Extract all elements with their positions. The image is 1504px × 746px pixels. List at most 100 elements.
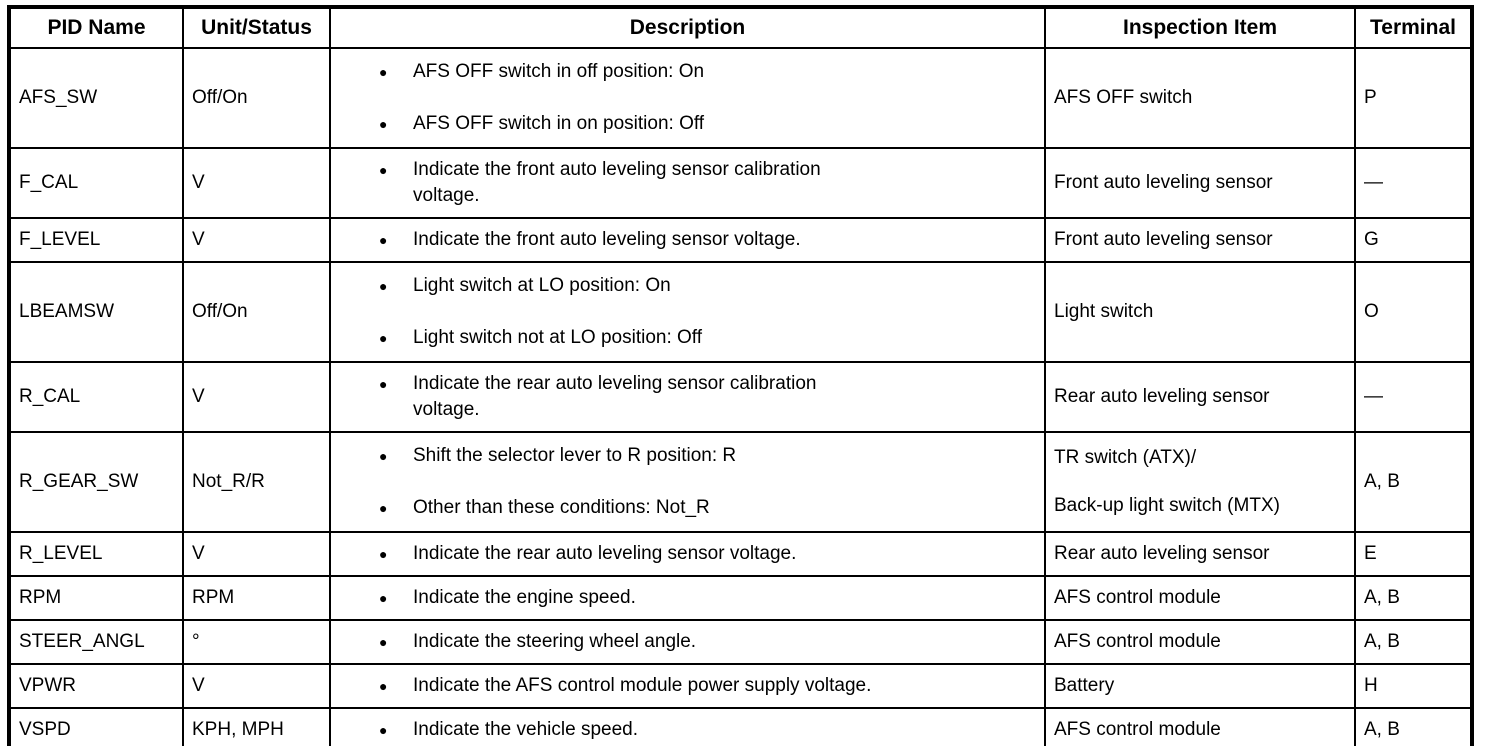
bullet-icon: ●	[379, 376, 388, 392]
bullet-icon: ●	[379, 500, 388, 516]
description-cell: ● Indicate the engine speed.	[329, 575, 1046, 621]
inspection-item-text: AFS OFF switch	[1054, 87, 1193, 108]
column-header-description: Description	[329, 6, 1046, 49]
inspection-item-text: Front auto leveling sensor	[1054, 172, 1273, 193]
unit-status-cell: V	[182, 147, 331, 219]
terminal-cell: A, B	[1354, 707, 1473, 746]
pid-name-cell: LBEAMSW	[8, 261, 184, 363]
description-bullet-item: ●Indicate the vehicle speed.	[379, 717, 1036, 743]
pid-name-value: F_LEVEL	[19, 229, 101, 250]
terminal-value: E	[1364, 543, 1377, 564]
description-text: Shift the selector lever to R position: …	[413, 445, 737, 466]
description-cell: ●AFS OFF switch in off position: On●AFS …	[329, 47, 1046, 149]
description-text: Light switch at LO position: On	[413, 275, 671, 296]
description-bullet-item: ● Indicate the engine speed.	[379, 585, 1036, 611]
description-bullet-item: ●Indicate the front auto leveling sensor…	[379, 157, 1036, 209]
description-bullet-item: ● Indicate the AFS control module power s…	[379, 673, 1036, 699]
unit-status-value: Off/On	[192, 301, 248, 322]
bullet-icon: ●	[379, 678, 388, 694]
inspection-item-text: Rear auto leveling sensor	[1054, 386, 1270, 407]
pid-name-value: LBEAMSW	[19, 301, 115, 322]
unit-status-value: V	[192, 543, 205, 564]
bullet-icon: ●	[379, 590, 388, 606]
bullet-icon: ●	[379, 546, 388, 562]
table-row: VSPD KPH, MPH ●Indicate the vehicle speed.…	[8, 707, 1473, 746]
terminal-value: —	[1364, 172, 1383, 193]
inspection-item-text: AFS control module	[1054, 587, 1221, 608]
pid-data-table: PID Name Unit/Status Description Inspect…	[7, 5, 1474, 746]
pid-name-cell: VSPD	[8, 707, 184, 746]
bullet-icon: ●	[379, 116, 388, 132]
terminal-value: P	[1364, 87, 1377, 108]
pid-name-cell: R_LEVEL	[8, 531, 184, 577]
terminal-value: G	[1364, 229, 1379, 250]
pid-name-cell: R_CAL	[8, 361, 184, 433]
pid-name-cell: RPM	[8, 575, 184, 621]
unit-status-cell: V	[182, 217, 331, 263]
terminal-value: A, B	[1364, 719, 1400, 740]
terminal-cell: —	[1354, 147, 1473, 219]
unit-status-cell: V	[182, 361, 331, 433]
unit-status-value: V	[192, 229, 205, 250]
table-row: R_LEVEL V ● Indicate the rear auto leveling…	[8, 531, 1473, 577]
pid-name-cell: R_GEAR_SW	[8, 431, 184, 533]
terminal-value: O	[1364, 301, 1379, 322]
terminal-cell: A, B	[1354, 431, 1473, 533]
table-row: R_GEAR_SW Not_R/R ● Shift the selector leve…	[8, 431, 1473, 533]
bullet-icon: ●	[379, 634, 388, 650]
unit-status-value: Not_R/R	[192, 471, 265, 492]
terminal-value: A, B	[1364, 631, 1400, 652]
description-text: AFS OFF switch in off position: On	[413, 61, 705, 82]
inspection-item-text: Back-up light switch (MTX)	[1054, 495, 1280, 516]
column-header-terminal: Terminal	[1354, 6, 1473, 49]
inspection-item-cell: AFS control module	[1044, 619, 1356, 665]
inspection-item-cell: AFS control module	[1044, 707, 1356, 746]
description-bullet-item: ●AFS OFF switch in off position: On	[379, 59, 1036, 85]
description-bullet-item: ●Shift the selector lever to R position:…	[379, 443, 1036, 469]
unit-status-cell: Off/On	[182, 47, 331, 149]
table-row: STEER_ANGL ° ●Indicate the steering wheel …	[8, 619, 1473, 665]
inspection-item-text: AFS control module	[1054, 631, 1221, 652]
description-bullet-item: ● Indicate the rear auto leveling sensor …	[379, 371, 1036, 423]
description-cell: ● Indicate the rear auto leveling sensor …	[329, 531, 1046, 577]
bullet-icon: ●	[379, 330, 388, 346]
description-text: Other than these conditions: Not_R	[413, 497, 710, 518]
column-header-inspection-item: Inspection Item	[1044, 6, 1356, 49]
terminal-cell: A, B	[1354, 575, 1473, 621]
unit-status-value: Off/On	[192, 87, 248, 108]
pid-name-cell: VPWR	[8, 663, 184, 709]
inspection-item-cell: Light switch	[1044, 261, 1356, 363]
description-bullet-item: ●Indicate the steering wheel angle.	[379, 629, 1036, 655]
description-bullet-item: ●Light switch not at LO position: Off	[379, 325, 1036, 351]
unit-status-cell: KPH, MPH	[182, 707, 331, 746]
description-bullet-item: ●AFS OFF switch in on position: Off	[379, 111, 1036, 137]
pid-name-value: STEER_ANGL	[19, 631, 145, 652]
inspection-item-text: AFS control module	[1054, 719, 1221, 740]
bullet-icon: ●	[379, 162, 388, 178]
column-header-unit-status: Unit/Status	[182, 6, 331, 49]
inspection-item-cell: Front auto leveling sensor	[1044, 147, 1356, 219]
unit-status-value: KPH, MPH	[192, 719, 284, 740]
unit-status-value: °	[192, 631, 200, 652]
description-text: Indicate the engine speed.	[413, 587, 636, 608]
description-bullet-item: ●Indicate the front auto leveling sensor…	[379, 227, 1036, 253]
pid-name-value: F_CAL	[19, 172, 79, 193]
inspection-item-text: TR switch (ATX)/	[1054, 447, 1197, 468]
description-text: Indicate the rear auto leveling sensor v…	[413, 543, 797, 564]
table-row: F_LEVEL V ●Indicate the front auto levelin…	[8, 217, 1473, 263]
terminal-value: A, B	[1364, 587, 1400, 608]
table-header-row: PID Name Unit/Status Description Inspect…	[8, 6, 1473, 49]
description-text: Indicate the rear auto leveling sensor c…	[413, 373, 817, 420]
description-cell: ●Indicate the vehicle speed.	[329, 707, 1046, 746]
pid-name-value: R_CAL	[19, 386, 81, 407]
unit-status-cell: Not_R/R	[182, 431, 331, 533]
pid-name-value: RPM	[19, 587, 62, 608]
description-bullet-item: ● Other than these conditions: Not_R	[379, 495, 1036, 521]
terminal-cell: P	[1354, 47, 1473, 149]
description-cell: ● Shift the selector lever to R position:…	[329, 431, 1046, 533]
description-cell: ●Indicate the front auto leveling sensor…	[329, 217, 1046, 263]
inspection-item-text: Front auto leveling sensor	[1054, 229, 1273, 250]
unit-status-cell: RPM	[182, 575, 331, 621]
description-text: Indicate the AFS control module power su…	[413, 675, 872, 696]
